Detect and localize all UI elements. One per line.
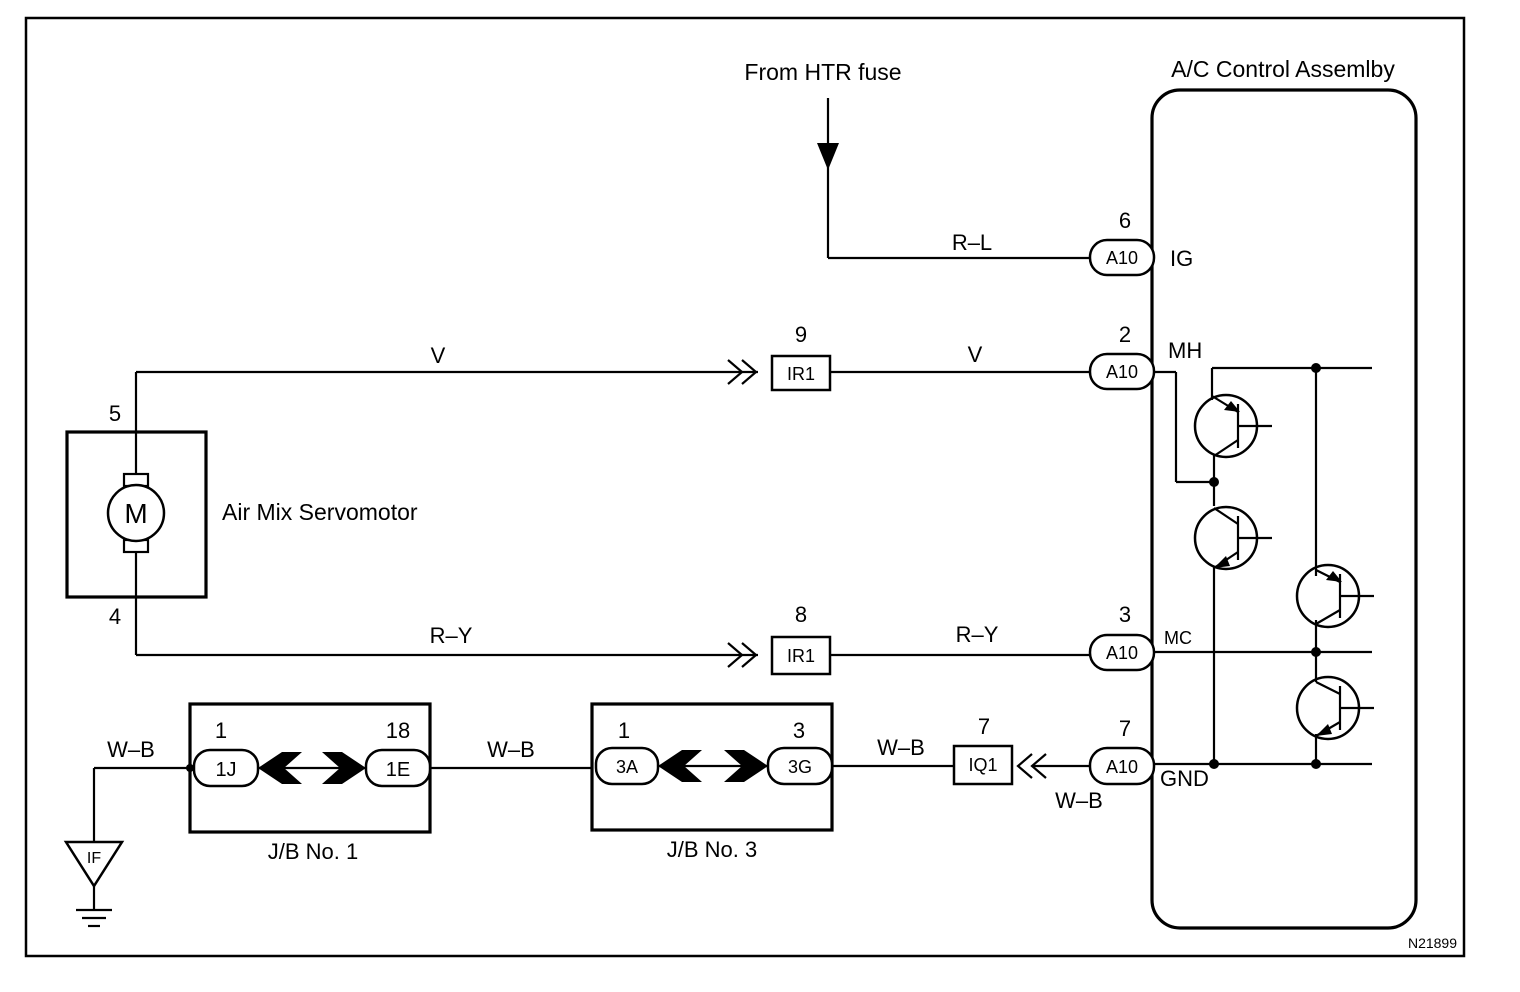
- v-wire-left-label: V: [431, 343, 446, 368]
- a10-pin-mh: 2: [1119, 322, 1131, 347]
- jb3-left-chevron-icon: [658, 750, 702, 782]
- jb1-right-chevron-icon: [322, 752, 366, 784]
- motor-pin-bottom: 4: [109, 604, 121, 629]
- ry-wire-right-label: R–Y: [956, 622, 999, 647]
- wb-ground-wire-label: W–B: [107, 737, 155, 762]
- source-label: From HTR fuse: [744, 59, 901, 85]
- a10-pin-ig: 6: [1119, 208, 1131, 233]
- junction-dot: [1311, 759, 1321, 769]
- ir1-pin-bottom: 8: [795, 602, 807, 627]
- jb1-pin-right: 18: [386, 718, 410, 743]
- ir1-pin-top: 9: [795, 322, 807, 347]
- servomotor-label: Air Mix Servomotor: [222, 499, 418, 525]
- ir1-connector-top: [770, 354, 832, 392]
- motor-symbol: M: [124, 498, 147, 529]
- motor-pin-top: 5: [109, 401, 121, 426]
- iq1-connector: [952, 744, 1014, 786]
- jb3-connector-3a-label: 3A: [616, 757, 638, 777]
- jb3-connector-3g-label: 3G: [788, 757, 812, 777]
- rl-wire-label: R–L: [952, 230, 992, 255]
- ir1-top-chevron-icon: [727, 359, 744, 385]
- jb1-connector-1j-label: 1J: [215, 759, 236, 781]
- jb3-pin-left: 1: [618, 718, 630, 743]
- v-wire-right-label: V: [968, 342, 983, 367]
- ir1-bottom-chevron-icon: [727, 642, 744, 668]
- jb1-left-chevron-icon: [258, 752, 302, 784]
- htr-fuse-arrow-icon: [817, 143, 839, 170]
- wb-jb3-wire-label: W–B: [877, 735, 925, 760]
- a10-connector-ig-label: A10: [1106, 248, 1138, 268]
- jb3-pin-right: 3: [793, 718, 805, 743]
- iq1-chevron-icon: [1016, 753, 1033, 779]
- wb-a10-wire-label: W–B: [1055, 788, 1103, 813]
- junction-dot: [186, 764, 194, 772]
- a10-connector-gnd-label: A10: [1106, 757, 1138, 777]
- terminal-mh-label: MH: [1168, 338, 1202, 363]
- jb3-label: J/B No. 3: [667, 837, 757, 862]
- ir1-connector-bottom: [770, 635, 832, 676]
- ir1-top-chevron-icon-2: [741, 359, 758, 385]
- terminal-ig-label: IG: [1170, 246, 1193, 271]
- a10-pin-mc: 3: [1119, 602, 1131, 627]
- jb3-right-chevron-icon: [724, 750, 768, 782]
- ac-control-assembly-box: [1150, 88, 1418, 930]
- ground-label: IF: [87, 850, 101, 867]
- iq1-connector-label: IQ1: [968, 755, 997, 775]
- junction-dot: [1209, 477, 1219, 487]
- a10-connector-mc-label: A10: [1106, 643, 1138, 663]
- motor-icon: [106, 483, 166, 543]
- diagram-frame: [24, 16, 1466, 958]
- ir1-bottom-chevron-icon-2: [741, 642, 758, 668]
- a10-connector-gnd: [1088, 746, 1156, 786]
- a10-connector-ig: [1088, 238, 1156, 277]
- internal-circuit: [186, 363, 1374, 772]
- terminal-gnd-label: GND: [1160, 766, 1209, 791]
- iq1-pin: 7: [978, 714, 990, 739]
- terminal-mc-label: MC: [1164, 628, 1192, 648]
- ir1-connector-bottom-label: IR1: [787, 646, 815, 666]
- wb-mid-wire-label: W–B: [487, 737, 535, 762]
- junction-dot: [1209, 759, 1219, 769]
- jb1-pin-left: 1: [215, 718, 227, 743]
- a10-connector-mh-label: A10: [1106, 362, 1138, 382]
- ir1-connector-top-label: IR1: [787, 364, 815, 384]
- ry-wire-left-label: R–Y: [430, 623, 473, 648]
- ground-triangle-icon: [63, 840, 125, 889]
- figure-code: N21899: [1408, 935, 1457, 951]
- ac-control-assembly-label: A/C Control Assemlby: [1171, 56, 1395, 82]
- a10-pin-gnd: 7: [1119, 716, 1131, 741]
- junction-dot: [1311, 363, 1321, 373]
- jb1-connector-1e-label: 1E: [386, 759, 410, 781]
- jb1-label: J/B No. 1: [268, 839, 358, 864]
- junction-dot: [1311, 647, 1321, 657]
